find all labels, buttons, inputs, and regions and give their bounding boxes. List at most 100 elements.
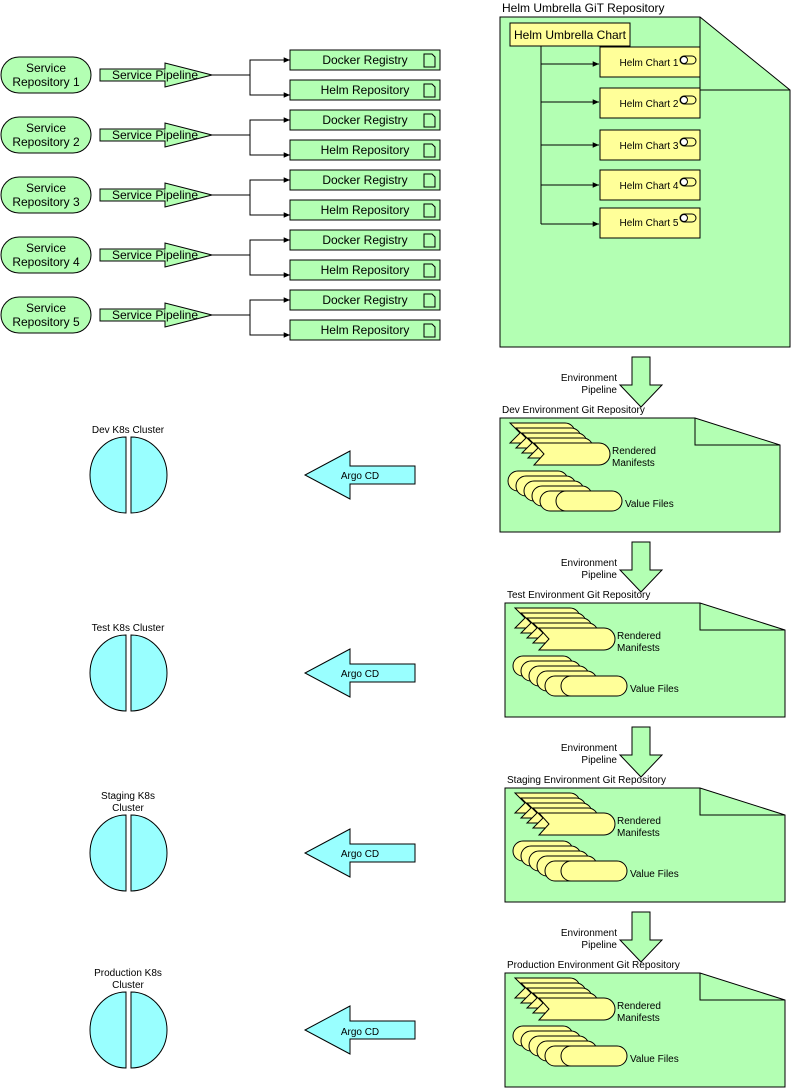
value-files-stack[interactable]: [512, 655, 628, 697]
page-fold: [694, 418, 780, 446]
k8s-cluster-label: Dev K8s Cluster: [92, 425, 165, 436]
service-repository-node[interactable]: [0, 296, 92, 334]
rendered-manifests-label: Manifests: [612, 458, 655, 469]
helm-chart-label: Helm Chart 3: [620, 141, 679, 152]
helm-repository-node[interactable]: [289, 139, 441, 161]
service-repository-label: Repository 2: [12, 135, 80, 149]
environment-repository-title: Dev Environment Git Repository: [502, 405, 645, 416]
service-repository-node[interactable]: [0, 176, 92, 214]
service-pipeline-arrow[interactable]: [99, 242, 213, 268]
k8s-cluster-label: Staging K8s: [101, 791, 155, 802]
helm-chart: Helm Chart 1: [541, 46, 701, 78]
service-pipeline-arrow[interactable]: [99, 302, 213, 328]
service-pipeline-label: Service Pipeline: [112, 308, 198, 322]
service-repository-label: Service: [26, 241, 66, 255]
manifest-shape: [532, 442, 611, 466]
cluster-half-left: [89, 991, 127, 1069]
rendered-manifests-stack[interactable]: [513, 977, 616, 1021]
docker-registry-label: Docker Registry: [322, 233, 407, 247]
service-row: Service Repository 2 Service Pipeline Do…: [0, 109, 441, 161]
document-icon: [423, 53, 436, 68]
connector: [249, 135, 290, 158]
docker-registry-node[interactable]: [289, 169, 441, 191]
docker-registry-node[interactable]: [289, 289, 441, 311]
k8s-cluster-node[interactable]: [89, 991, 168, 1069]
connector: [212, 297, 290, 316]
k8s-cluster-label: Cluster: [112, 803, 144, 814]
environment-pipeline-arrow[interactable]: [618, 911, 664, 963]
page-fold: [699, 788, 785, 816]
environment-stage: Environment Pipeline Staging Environment…: [89, 726, 786, 903]
cluster-half-left: [89, 814, 127, 892]
argo-cd-arrow[interactable]: [303, 648, 416, 698]
k8s-cluster-node[interactable]: [89, 634, 168, 712]
argo-cd-arrow[interactable]: [303, 828, 416, 878]
service-row: Service Repository 1 Service Pipeline Do…: [0, 49, 441, 101]
service-repository-label: Repository 4: [12, 255, 80, 269]
helm-umbrella-repository-title: Helm Umbrella GiT Repository: [502, 1, 665, 15]
rendered-manifests-stack[interactable]: [508, 422, 611, 466]
docker-registry-label: Docker Registry: [322, 113, 407, 127]
service-repository-label: Service: [26, 121, 66, 135]
environment-pipeline-arrow[interactable]: [618, 726, 664, 778]
k8s-cluster-node[interactable]: [89, 436, 168, 514]
rendered-manifests-stack[interactable]: [513, 792, 616, 836]
argo-cd-arrow[interactable]: [303, 450, 416, 500]
service-row: Service Repository 3 Service Pipeline Do…: [0, 169, 441, 221]
service-pipeline-arrow[interactable]: [99, 182, 213, 208]
helm-chart: Helm Chart 4: [541, 169, 701, 201]
toggle-knob: [680, 214, 688, 222]
argo-cd-arrow[interactable]: [303, 1005, 416, 1055]
value-file-shape: [555, 490, 623, 512]
environment-pipeline-arrow[interactable]: [618, 356, 664, 408]
k8s-cluster-node[interactable]: [89, 814, 168, 892]
value-files-stack[interactable]: [507, 470, 623, 512]
helm-umbrella-chart-node[interactable]: [509, 22, 631, 47]
environment-repository-title: Test Environment Git Repository: [507, 590, 650, 601]
connector: [249, 75, 290, 98]
helm-repository-node[interactable]: [289, 79, 441, 101]
document-icon: [423, 83, 436, 98]
value-files-stack[interactable]: [512, 840, 628, 882]
service-repository-node[interactable]: [0, 236, 92, 274]
service-pipeline-label: Service Pipeline: [112, 188, 198, 202]
helm-repository-node[interactable]: [289, 199, 441, 221]
value-files-stack[interactable]: [512, 1025, 628, 1067]
helm-umbrella-repository: Helm Umbrella GiT Repository Helm Umbrel…: [499, 1, 791, 348]
argo-cd-label: Argo CD: [341, 849, 379, 860]
rendered-manifests-stack[interactable]: [513, 607, 616, 651]
environment-pipeline-label: Environment: [561, 558, 617, 569]
k8s-cluster-label: Cluster: [112, 980, 144, 991]
service-pipeline-label: Service Pipeline: [112, 128, 198, 142]
docker-registry-node[interactable]: [289, 109, 441, 131]
environment-pipeline-label: Pipeline: [581, 385, 617, 396]
cluster-half-right: [130, 634, 168, 712]
helm-chart-node[interactable]: [599, 207, 701, 239]
service-repository-node[interactable]: [0, 116, 92, 154]
docker-registry-label: Docker Registry: [322, 293, 407, 307]
connector: [249, 195, 290, 218]
service-repository-node[interactable]: [0, 56, 92, 94]
environment-pipeline-arrow[interactable]: [618, 541, 664, 593]
environment-repository-title: Staging Environment Git Repository: [507, 775, 666, 786]
connector: [212, 57, 290, 76]
helm-repository-label: Helm Repository: [321, 83, 410, 97]
helm-repository-label: Helm Repository: [321, 143, 410, 157]
docker-registry-node[interactable]: [289, 229, 441, 251]
document-icon: [423, 173, 436, 188]
helm-repository-label: Helm Repository: [321, 203, 410, 217]
rendered-manifests-label: Rendered: [612, 446, 656, 457]
environment-pipeline-label: Environment: [561, 373, 617, 384]
document-icon: [423, 113, 436, 128]
page-fold: [699, 973, 785, 1001]
service-pipeline-arrow[interactable]: [99, 122, 213, 148]
service-pipeline-arrow[interactable]: [99, 62, 213, 88]
value-file-shape: [560, 1045, 628, 1067]
helm-chart: Helm Chart 3: [541, 129, 701, 161]
helm-repository-node[interactable]: [289, 319, 441, 341]
argo-cd-label: Argo CD: [341, 1027, 379, 1038]
cluster-half-left: [89, 436, 127, 514]
docker-registry-node[interactable]: [289, 49, 441, 71]
helm-repository-node[interactable]: [289, 259, 441, 281]
